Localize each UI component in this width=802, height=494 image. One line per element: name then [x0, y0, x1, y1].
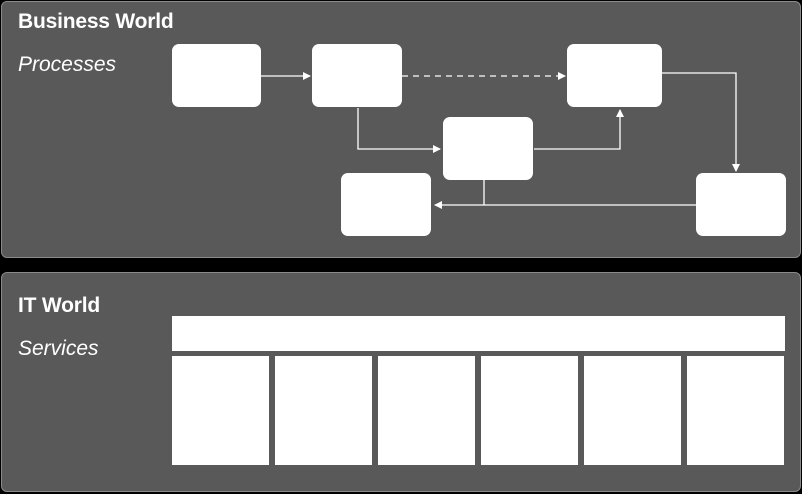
connector-3-to-4 — [534, 109, 624, 150]
process-box-6 — [696, 173, 786, 236]
connector-2-to-3 — [357, 108, 441, 153]
service-block-6 — [687, 356, 784, 465]
service-block-4 — [481, 356, 578, 465]
process-box-2 — [312, 44, 402, 107]
process-box-5 — [341, 173, 431, 236]
connector-4-to-6 — [662, 72, 740, 172]
it-world-panel: IT World Services — [1, 272, 801, 492]
business-world-title: Business World — [18, 10, 174, 33]
it-world-title: IT World — [18, 294, 101, 317]
process-box-3 — [443, 117, 533, 180]
service-bus-bar — [172, 316, 785, 351]
service-block-1 — [172, 356, 269, 465]
process-flow-diagram — [172, 44, 786, 236]
process-box-1 — [172, 44, 261, 107]
service-block-2 — [275, 356, 372, 465]
service-block-5 — [584, 356, 681, 465]
service-block-3 — [378, 356, 475, 465]
business-world-panel: Business World Processes — [1, 1, 801, 258]
processes-label: Processes — [18, 53, 117, 76]
services-label: Services — [18, 337, 99, 360]
process-box-4 — [567, 44, 662, 107]
